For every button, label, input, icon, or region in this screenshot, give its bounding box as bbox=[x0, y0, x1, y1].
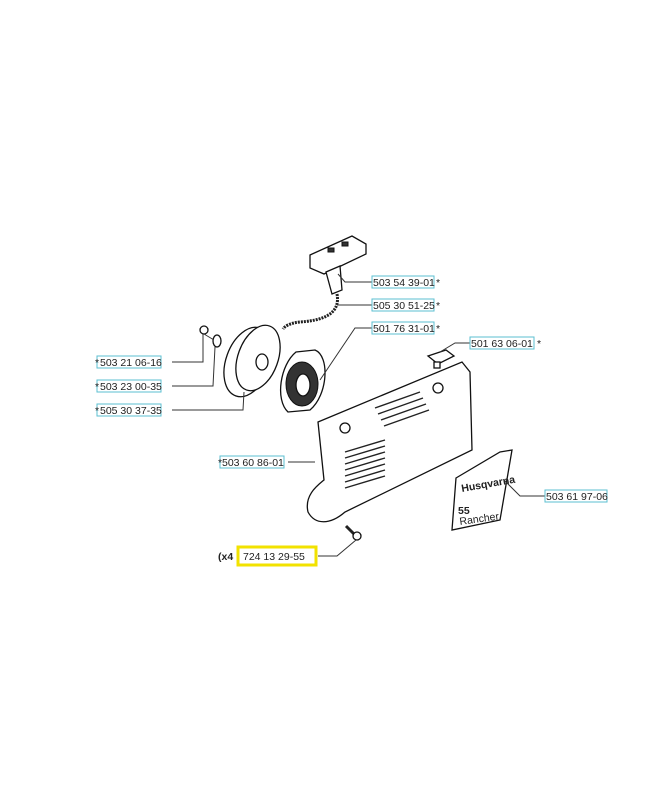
part-number-text: (x4 bbox=[218, 551, 233, 563]
starter-cover bbox=[306, 361, 473, 523]
decal: Husqvarna 55 Rancher bbox=[451, 449, 516, 531]
part-label: 505 30 51-25 * bbox=[371, 298, 440, 312]
washer bbox=[212, 334, 222, 348]
cover-plug bbox=[426, 349, 456, 369]
part-number-text: 503 21 06-16 bbox=[100, 357, 162, 369]
part-number-text: 503 54 39-01 bbox=[373, 277, 435, 289]
part-number-text: * bbox=[436, 300, 440, 312]
decal-model: 55 bbox=[458, 505, 470, 517]
part-number-text: * bbox=[95, 357, 99, 369]
leader-lines bbox=[172, 273, 545, 557]
part-label: 501 76 31-01 * bbox=[371, 321, 440, 335]
part-label: 501 63 06-01 * bbox=[469, 336, 541, 350]
part-number-text: 505 30 37-35 bbox=[100, 405, 162, 417]
decal-name: Rancher bbox=[459, 510, 500, 527]
part-label: * 503 23 00-35 bbox=[95, 379, 162, 393]
part-number-text: * bbox=[537, 338, 541, 350]
part-number-text: * bbox=[436, 323, 440, 335]
part-label: 503 61 97-06 bbox=[544, 489, 608, 503]
cover-screw bbox=[344, 524, 362, 541]
rope-pulley bbox=[223, 324, 281, 398]
part-number-text: 503 23 00-35 bbox=[100, 381, 162, 393]
part-number-text: * bbox=[436, 277, 440, 289]
part-number-text: 501 76 31-01 bbox=[373, 323, 435, 335]
part-label-highlighted: (x4 724 13 29-55 bbox=[218, 545, 318, 567]
part-number-text: 501 63 06-01 bbox=[471, 338, 533, 350]
part-number-text: * bbox=[95, 381, 99, 393]
starter-handle bbox=[309, 235, 367, 295]
part-label: * 505 30 37-35 bbox=[95, 403, 162, 417]
part-number-text: 505 30 51-25 bbox=[373, 300, 435, 312]
part-label: * 503 60 86-01 bbox=[218, 455, 285, 469]
part-label: 503 54 39-01 * bbox=[371, 275, 440, 289]
spring-housing bbox=[280, 349, 326, 413]
part-number-text: 724 13 29-55 bbox=[243, 551, 305, 563]
screw bbox=[199, 325, 215, 341]
part-number-text: 503 61 97-06 bbox=[546, 491, 608, 503]
starter-rope bbox=[281, 293, 339, 330]
part-number-text: * bbox=[218, 457, 222, 469]
part-number-text: 503 60 86-01 bbox=[222, 457, 284, 469]
part-number-text: * bbox=[95, 405, 99, 417]
part-label: * 503 21 06-16 bbox=[95, 355, 162, 369]
